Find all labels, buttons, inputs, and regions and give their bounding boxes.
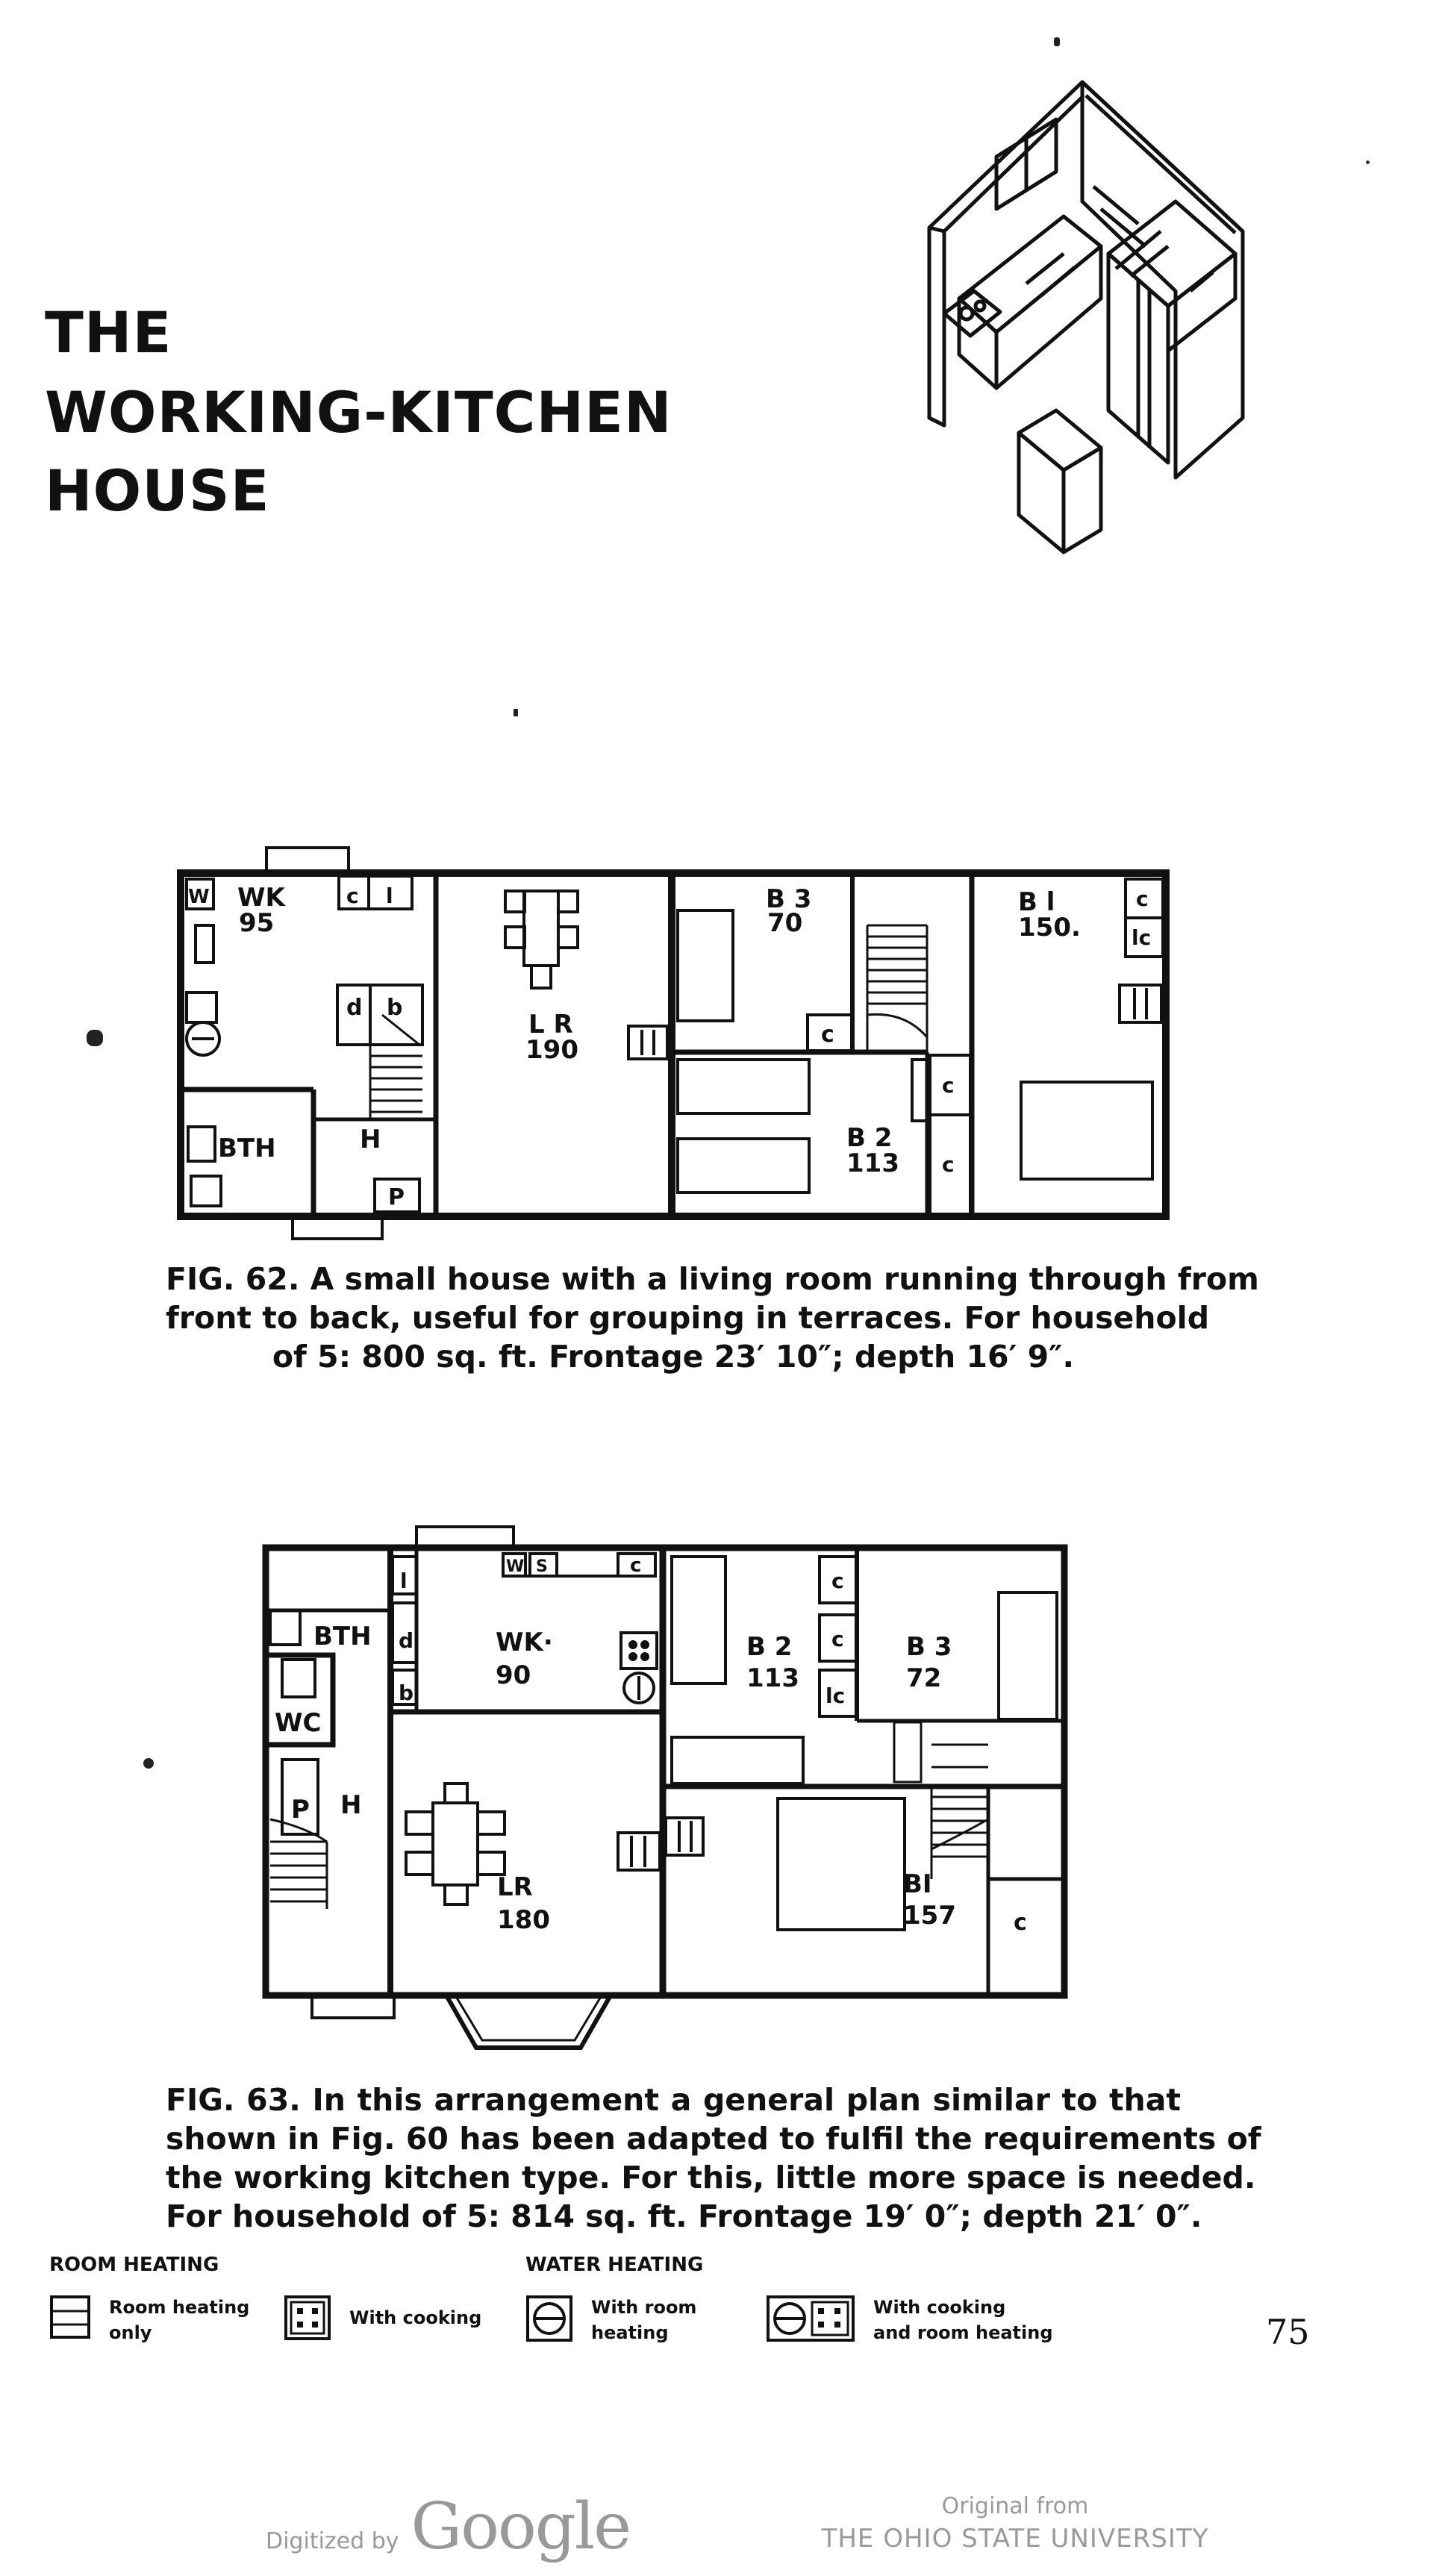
room-label-b3: B 3	[906, 1632, 952, 1662]
caption-fig63: FIG. 63. In this arrangement a general p…	[166, 2081, 1261, 2236]
fixture-label-c: c	[1136, 887, 1149, 911]
university-label: THE OHIO STATE UNIVERSITY	[821, 2524, 1209, 2554]
caption-fig62-line-2: front to back, useful for grouping in te…	[166, 1300, 1210, 1336]
fixture-label-c: c	[821, 1022, 834, 1048]
legend-heading-room-heating: ROOM HEATING	[49, 2254, 219, 2276]
footer-original: Original from THE OHIO STATE UNIVERSITY	[821, 2491, 1209, 2555]
caption-fig63-line-2: shown in Fig. 60 has been adapted to ful…	[166, 2121, 1261, 2157]
room-label-wk: WK·	[496, 1628, 553, 1657]
caption-fig63-line-1: FIG. 63. In this arrangement a general p…	[166, 2082, 1181, 2118]
scan-speck	[514, 709, 518, 716]
room-label-h: H	[340, 1790, 361, 1820]
floor-plan-fig63: BTH WC P H l d b W S c WK· 90 LR 180 B 2…	[260, 1521, 1073, 2058]
caption-fig63-line-4: For household of 5: 814 sq. ft. Frontage…	[166, 2198, 1202, 2234]
fixture-label-b: b	[399, 1681, 413, 1705]
caption-fig63-line-3: the working kitchen type. For this, litt…	[166, 2160, 1256, 2195]
room-label-wk: WK	[237, 883, 287, 913]
room-label-lr: L R	[528, 1010, 573, 1040]
digitized-by-label: Digitized by	[266, 2528, 399, 2554]
room-label-wc: WC	[275, 1708, 321, 1738]
title-line-3: HOUSE	[45, 457, 270, 524]
room-label-bth: BTH	[218, 1134, 276, 1163]
fixture-label-b: b	[387, 995, 402, 1021]
caption-fig62-line-1: FIG. 62. A small house with a living roo…	[166, 1261, 1259, 1297]
fixture-label-s: S	[536, 1557, 548, 1576]
room-label-bth: BTH	[313, 1622, 372, 1651]
room-area-b2: 113	[846, 1148, 899, 1178]
room-area-b2: 113	[746, 1663, 799, 1693]
fixture-label-l: l	[400, 1569, 408, 1593]
fixture-label-lc: lc	[826, 1684, 845, 1708]
legend-heading-water-heating: WATER HEATING	[525, 2254, 704, 2276]
legend-item-with-cooking: With cooking	[284, 2295, 481, 2341]
fixture-label-c: c	[831, 1627, 844, 1651]
legend-item-with-cooking-and-room-heating: With cooking and room heating	[766, 2295, 1053, 2345]
fixture-label-c: c	[630, 1554, 641, 1577]
legend-label-room-heating-only: Room heating only	[109, 2297, 250, 2343]
room-area-b1: 157	[903, 1901, 956, 1931]
room-label-lr: LR	[497, 1872, 533, 1902]
google-logo: Google	[411, 2489, 632, 2564]
scan-speck	[1366, 160, 1370, 164]
fixture-label-d: d	[346, 995, 362, 1021]
room-heater-icon	[50, 2295, 90, 2339]
room-area-lr: 180	[497, 1905, 550, 1935]
room-label-b2: B 2	[746, 1632, 792, 1662]
scan-speck	[143, 1758, 154, 1769]
fixture-label-c: c	[942, 1073, 955, 1098]
fixture-label-w: W	[506, 1557, 524, 1576]
room-area-wk: 90	[496, 1660, 531, 1690]
fixture-label-c: c	[1014, 1910, 1027, 1936]
scan-speck	[87, 1030, 103, 1046]
room-label-b1: BI	[903, 1869, 932, 1899]
room-label-p: P	[291, 1795, 310, 1825]
room-label-p: P	[388, 1184, 405, 1210]
fixture-label-d: d	[399, 1628, 413, 1653]
title-line-2: WORKING-KITCHEN	[45, 379, 672, 446]
room-label-b1: B l	[1018, 887, 1055, 917]
water-heater-icon	[526, 2295, 572, 2342]
room-area-b3: 70	[767, 908, 802, 938]
legend-label-with-cooking: With cooking	[349, 2307, 482, 2328]
room-label-b2: B 2	[846, 1123, 892, 1153]
legend-label-with-room-heating: With room heating	[591, 2297, 697, 2343]
room-area-lr: 190	[525, 1035, 578, 1065]
caption-fig62: FIG. 62. A small house with a living roo…	[166, 1260, 1259, 1376]
scan-speck	[1054, 37, 1060, 46]
legend-item-with-room-heating: With room heating	[525, 2295, 696, 2345]
fixture-label-l: l	[386, 884, 393, 908]
floor-plan-fig62: WK 95 W c l d b BTH H P L R 190 B 3 70 c…	[173, 843, 1173, 1246]
cooking-heater-icon	[284, 2295, 331, 2340]
room-label-h: H	[360, 1125, 381, 1154]
room-area-wk: 95	[239, 908, 274, 938]
combined-heater-icon	[767, 2295, 855, 2342]
fixture-label-w: W	[188, 886, 210, 908]
fixture-label-c: c	[942, 1152, 955, 1177]
room-area-b1: 150.	[1018, 913, 1081, 942]
legend-label-with-cooking-and-room-heating: With cooking and room heating	[873, 2297, 1053, 2343]
fixture-label-c: c	[831, 1569, 844, 1593]
room-label-b3: B 3	[766, 884, 811, 914]
original-from-label: Original from	[941, 2493, 1089, 2519]
fixture-label-lc: lc	[1132, 925, 1151, 950]
page-number: 75	[1266, 2312, 1310, 2352]
isometric-kitchen-illustration	[914, 75, 1258, 570]
footer-digitized: Digitized by Google	[266, 2489, 632, 2564]
caption-fig62-line-3: of 5: 800 sq. ft. Frontage 23′ 10″; dept…	[272, 1339, 1075, 1375]
room-area-b3: 72	[906, 1663, 941, 1693]
legend-item-room-heating-only: Room heating only	[49, 2295, 249, 2345]
title-line-1: THE	[45, 299, 172, 366]
fixture-label-c: c	[346, 884, 359, 908]
